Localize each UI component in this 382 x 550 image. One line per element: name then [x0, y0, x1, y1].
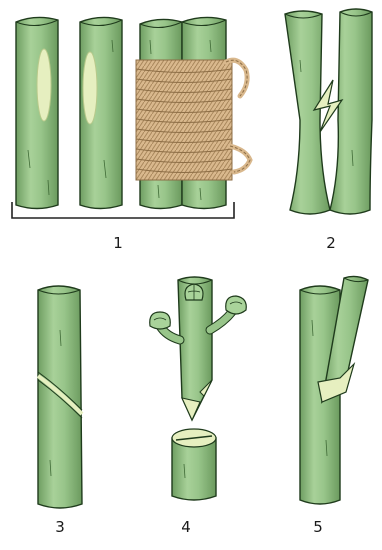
twine-wrap: [136, 60, 250, 180]
panel-label-4: 4: [181, 518, 191, 536]
panel-3: 3: [38, 286, 82, 536]
panel-5: 5: [300, 276, 368, 536]
panel-label-3: 3: [55, 518, 65, 536]
panel-2: 2: [285, 9, 372, 252]
panel-label-2: 2: [326, 234, 336, 252]
bud-icon: [185, 284, 203, 300]
bud-icon: [210, 296, 246, 330]
stem-1a: [16, 17, 58, 208]
panel-1: 1: [12, 17, 250, 252]
panel-4: 4: [150, 277, 247, 536]
cut-face-1a: [37, 49, 51, 121]
panel-label-1: 1: [113, 234, 123, 252]
bud-icon: [150, 312, 180, 340]
stem-2-right: [330, 9, 372, 214]
stem-2-left: [285, 11, 330, 214]
stem-1b: [80, 17, 122, 208]
panel-label-5: 5: [313, 518, 323, 536]
cut-face-1b: [83, 52, 97, 124]
